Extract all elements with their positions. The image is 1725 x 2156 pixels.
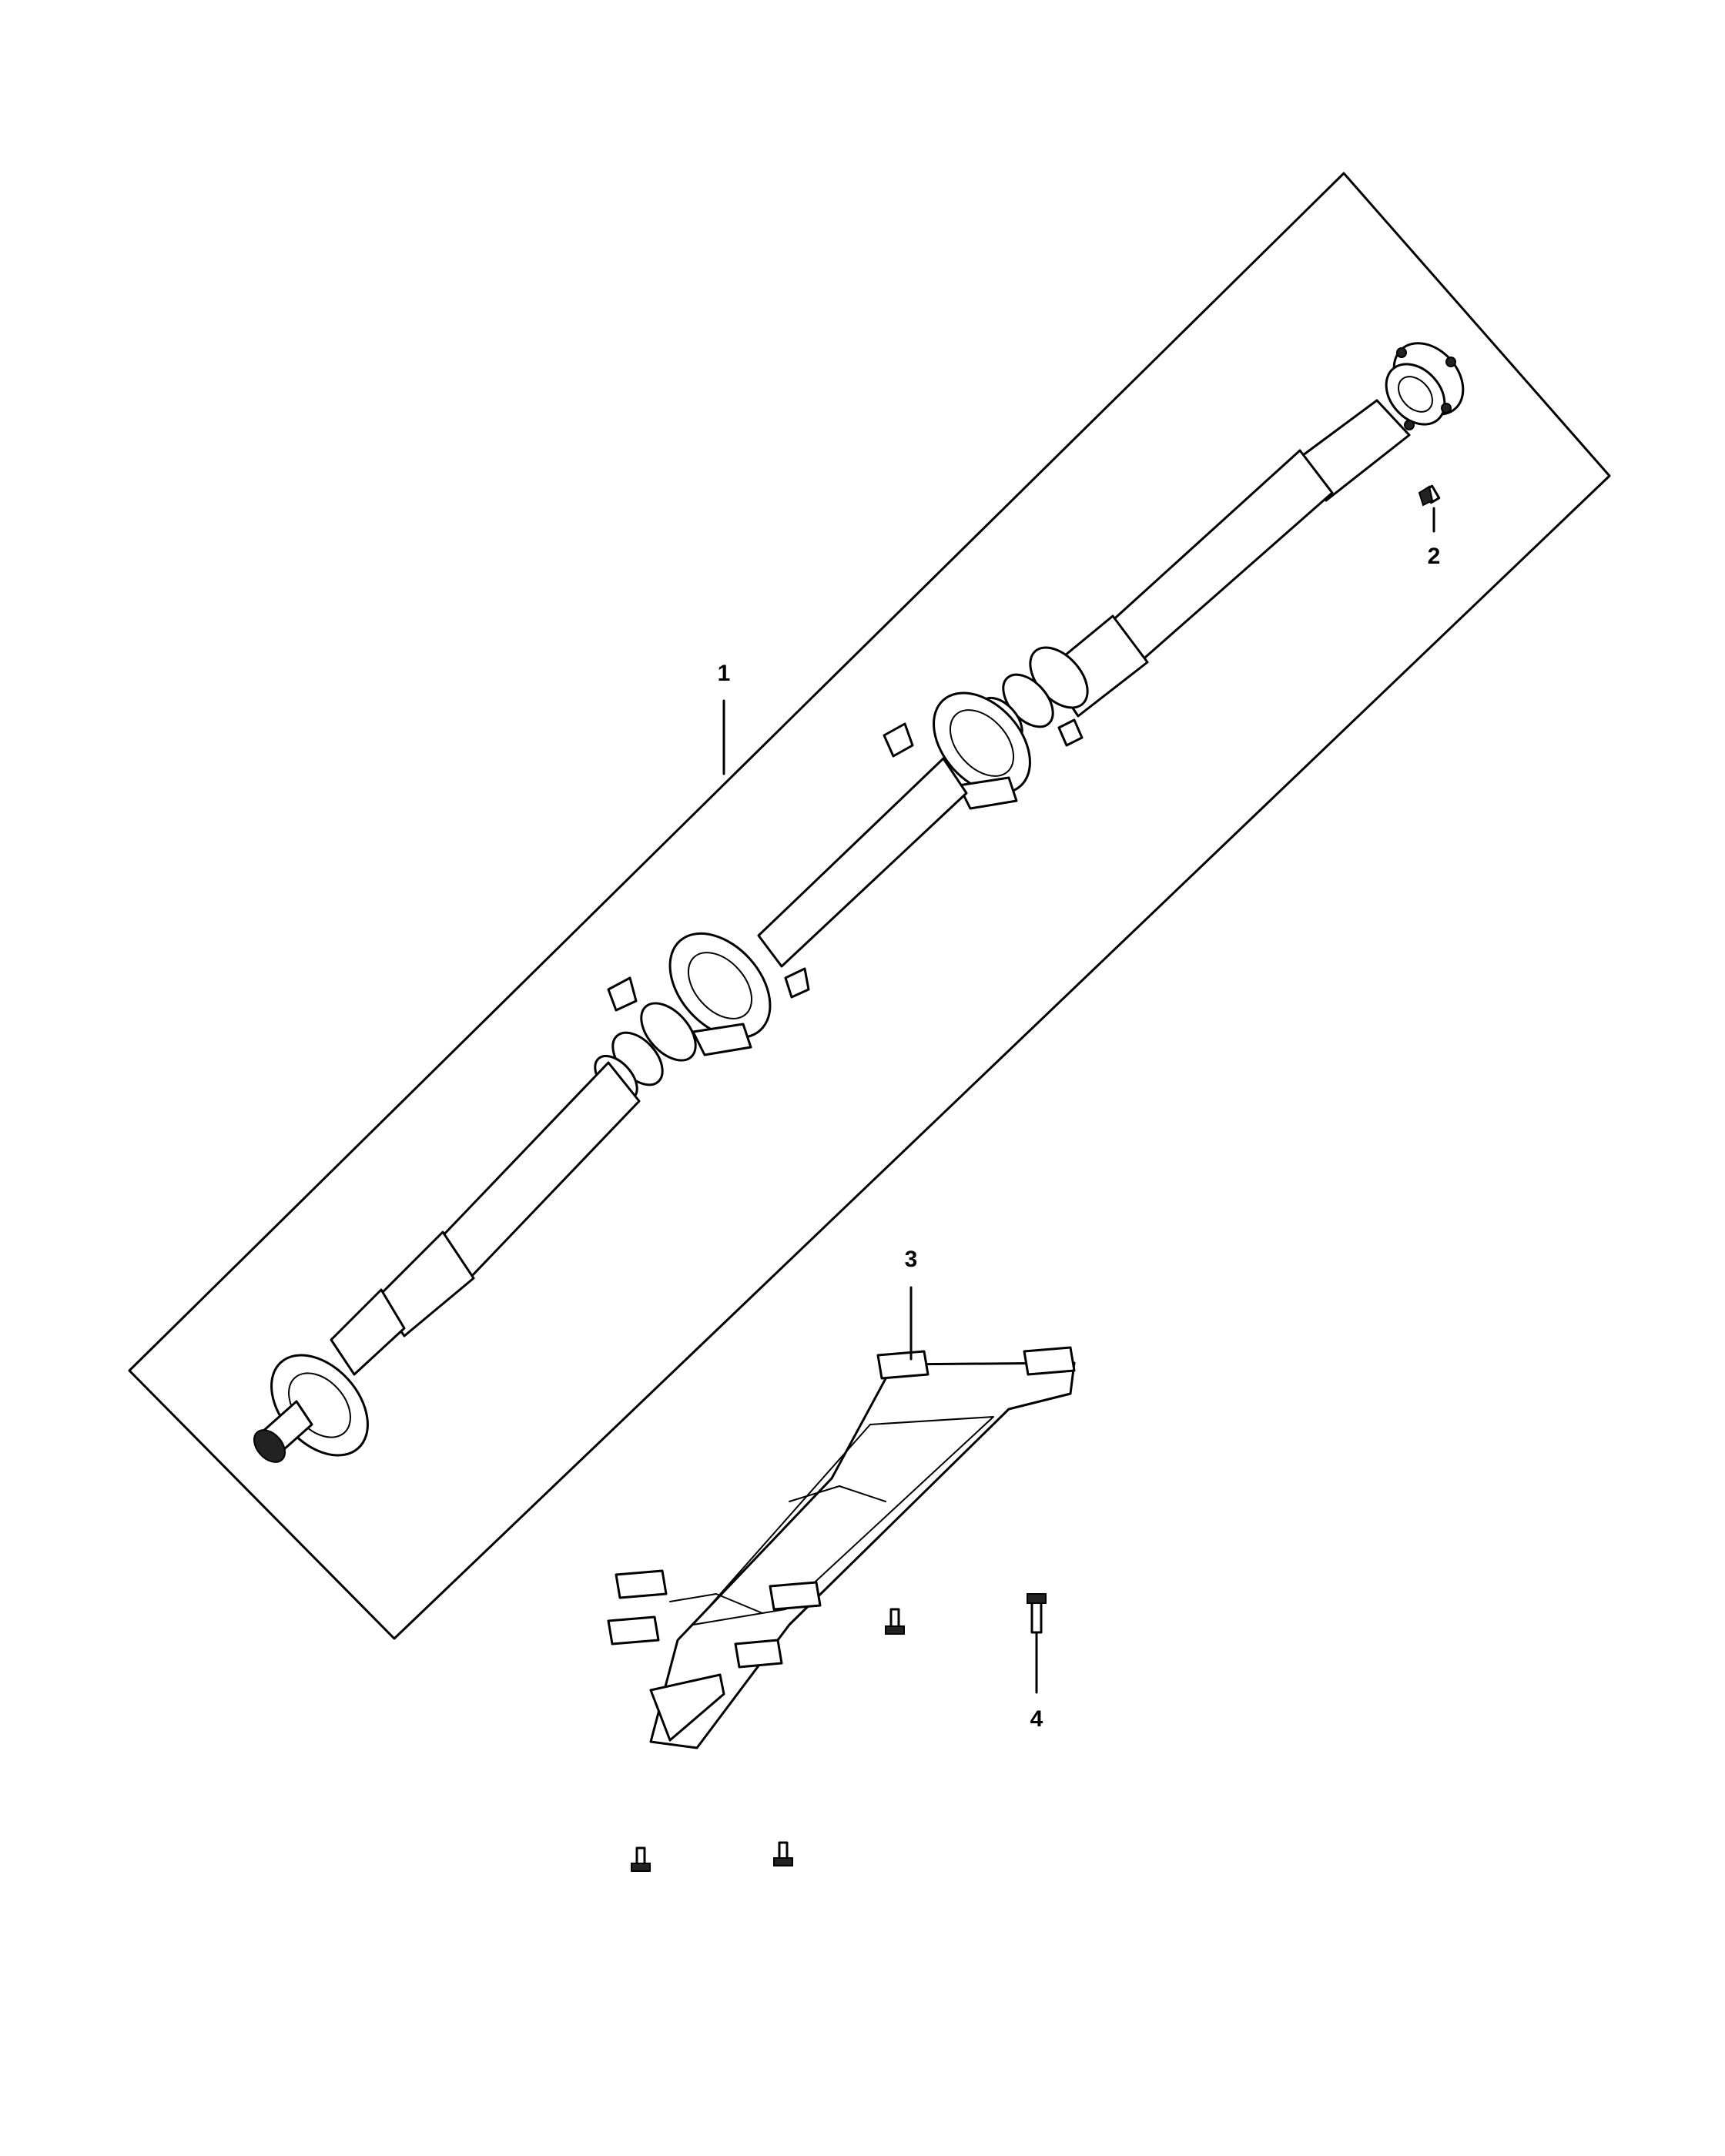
rear-tube — [1292, 399, 1411, 502]
front-tube-taper — [376, 1230, 475, 1337]
front-center-bearing — [607, 932, 810, 1056]
bolt-item-4-main — [1027, 1593, 1047, 1634]
callout-1: 1 — [718, 661, 731, 775]
callout-4: 4 — [1030, 1632, 1043, 1732]
front-slip-yoke — [253, 1354, 369, 1463]
callout-2-label: 2 — [1428, 544, 1441, 569]
front-main-tube — [437, 1061, 641, 1280]
callout-3-label: 3 — [905, 1247, 918, 1272]
callout-2: 2 — [1428, 507, 1441, 569]
callout-1-label: 1 — [718, 661, 731, 686]
bolt-loose-3 — [773, 1841, 793, 1866]
assembly-frame — [128, 172, 1611, 1640]
rear-flange-coupling — [1385, 342, 1465, 430]
rear-main-tube — [1107, 449, 1334, 664]
bolt-item-2 — [1418, 484, 1441, 507]
front-tube-neck — [330, 1288, 406, 1376]
callout-3: 3 — [905, 1247, 918, 1361]
callout-4-label: 4 — [1030, 1706, 1043, 1732]
rear-center-bearing — [883, 691, 1084, 810]
heat-shield — [607, 1346, 1076, 1749]
driveshaft-assembly — [253, 342, 1465, 1463]
bolt-loose-2 — [631, 1846, 651, 1872]
bolt-loose-1 — [885, 1608, 905, 1635]
center-tube — [757, 757, 968, 968]
